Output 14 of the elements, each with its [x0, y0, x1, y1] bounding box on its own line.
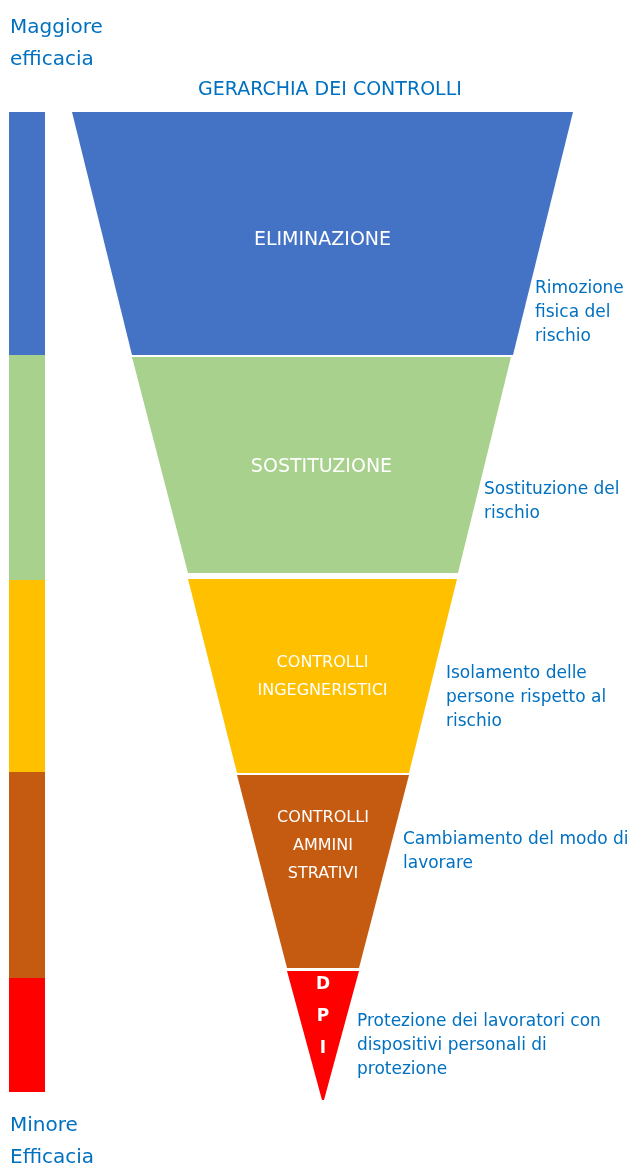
description-text: Protezione dei lavoratori con dispositivi personali di protezione [357, 1009, 602, 1080]
band-label: ELIMINAZIONE [252, 226, 393, 251]
description-text: Isolamento delle persone rispetto al rischio [446, 661, 608, 732]
triangle-band [287, 971, 359, 1100]
scale-label: Maggiore efficacia [10, 13, 104, 72]
description-text: Rimozione fisica del rischio [535, 276, 625, 347]
band-label: D P I [314, 972, 332, 1059]
scale-label: Minore Efficacia [10, 1111, 96, 1165]
diagram-title: GERARCHIA DEI CONTROLLI [198, 76, 462, 100]
band-label: SOSTITUZIONE [249, 453, 394, 478]
band-label: CONTROLLI INGEGNERISTICI [256, 651, 389, 701]
description-text: Cambiamento del modo di lavorare [403, 827, 630, 874]
band-label: CONTROLLI AMMINI STRATIVI [276, 806, 370, 884]
description-text: Sostituzione del rischio [484, 477, 621, 524]
